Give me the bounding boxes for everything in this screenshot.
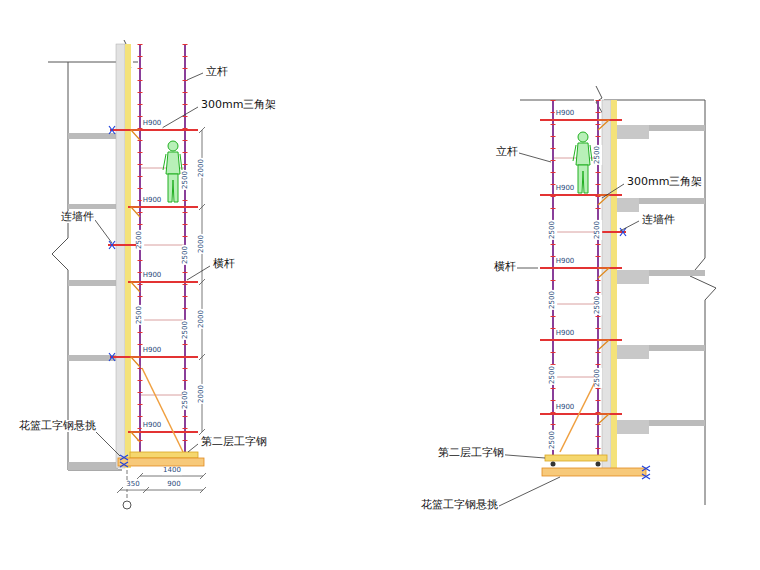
insulation-layer — [125, 44, 131, 468]
dimension-label: H900 — [555, 330, 576, 338]
dimension-label: 2000 — [198, 309, 206, 329]
floor-slab — [68, 204, 118, 209]
wall-column — [116, 44, 125, 468]
leader-line — [494, 153, 639, 506]
dimension-label: 2500 — [549, 365, 557, 385]
intermediate-ledger — [140, 320, 185, 321]
intermediate-ledger — [140, 395, 185, 396]
worker-figure — [573, 132, 592, 193]
callout-label: 连墙件 — [641, 214, 676, 226]
building-outline — [690, 100, 716, 505]
diagonal-brace — [142, 368, 183, 452]
cantilever-beam — [118, 458, 204, 466]
dimension-label: 2500 — [594, 145, 602, 165]
standard-pole — [139, 44, 141, 458]
anchor-bolt — [642, 466, 650, 479]
cantilever-beam — [542, 468, 646, 476]
second-layer-beam — [130, 452, 198, 458]
dimension-label: 900 — [166, 481, 181, 489]
callout-label: 立杆 — [495, 146, 519, 158]
worker-legs — [578, 165, 588, 193]
dimension-line — [199, 127, 205, 435]
ledger-bar — [110, 129, 198, 131]
dimension-label: 2000 — [198, 384, 206, 404]
worker-body — [166, 152, 180, 174]
callout-label: 横杆 — [212, 258, 236, 270]
dimension-label: 2500 — [136, 230, 144, 250]
dimension-label: 2500 — [182, 245, 190, 265]
standard-pole — [552, 100, 554, 458]
callout-label: 300mm三角架 — [200, 99, 277, 111]
dimension-label: H900 — [142, 197, 163, 205]
pole-coupler — [138, 44, 143, 458]
callout-label: 立杆 — [205, 66, 229, 78]
dimension-label: 2500 — [136, 305, 144, 325]
intermediate-ledger — [553, 377, 598, 378]
triangle-bracket — [131, 130, 140, 442]
dimension-label: 2000 — [198, 158, 206, 178]
dimension-label: H900 — [142, 422, 163, 430]
callout-label: 第二层工字钢 — [200, 436, 268, 448]
pole-base — [551, 462, 556, 467]
anchor-bolt — [120, 455, 128, 467]
dimension-label: H900 — [555, 404, 576, 412]
slab-beam — [617, 345, 649, 359]
worker-figure — [163, 141, 182, 202]
dimension-label: 350 — [125, 481, 140, 489]
callout-label: 花篮工字钢悬挑 — [18, 420, 97, 432]
intermediate-ledger — [553, 304, 598, 305]
tie-anchor — [109, 126, 115, 361]
dimension-label: 2500 — [594, 295, 602, 315]
slab-beam — [617, 125, 649, 139]
dimension-label: 2500 — [549, 430, 557, 450]
dimension-label: 2500 — [594, 368, 602, 388]
slab-beam — [617, 198, 639, 212]
dimension-label: H900 — [555, 258, 576, 266]
dimension-label: 2500 — [549, 220, 557, 240]
slab-beam — [617, 420, 649, 434]
callout-label: 横杆 — [493, 261, 517, 273]
worker-head — [168, 141, 178, 151]
floor-slab — [68, 280, 118, 286]
dimension-label: 2500 — [182, 170, 190, 190]
pole-base — [596, 462, 601, 467]
dimension-label: 2500 — [182, 320, 190, 340]
intermediate-ledger — [553, 232, 598, 233]
dimension-label: 2000 — [198, 234, 206, 254]
callout-label: 连墙件 — [60, 211, 95, 223]
leader-line — [95, 73, 210, 456]
building-outline — [52, 62, 122, 470]
dimension-label: H900 — [555, 110, 576, 118]
worker-legs — [168, 174, 178, 202]
worker-head — [578, 132, 588, 142]
dimension-label: H900 — [142, 120, 163, 128]
second-layer-beam — [545, 455, 607, 461]
axis-marker — [123, 501, 131, 509]
ledger-bar — [110, 356, 198, 358]
dimension-label: H900 — [142, 272, 163, 280]
dimension-label: H900 — [142, 347, 163, 355]
dimension-label: 2500 — [182, 390, 190, 410]
diagonal-brace — [560, 380, 596, 452]
worker-arms — [163, 154, 182, 170]
dimension-label: 1400 — [162, 467, 182, 475]
worker-body — [576, 143, 590, 165]
intermediate-ledger — [140, 245, 185, 246]
dimension-label: 2500 — [549, 290, 557, 310]
callout-label: 花篮工字钢悬挑 — [420, 499, 499, 511]
worker-arms — [573, 145, 592, 161]
dimension-label: H900 — [555, 185, 576, 193]
callout-label: 300mm三角架 — [626, 176, 703, 188]
slab-beam — [617, 270, 649, 284]
callout-label: 第二层工字钢 — [437, 447, 505, 459]
insulation-layer — [611, 100, 617, 475]
floor-slab — [68, 133, 118, 139]
floor-slab — [68, 462, 118, 470]
dimension-label: 2500 — [594, 220, 602, 240]
